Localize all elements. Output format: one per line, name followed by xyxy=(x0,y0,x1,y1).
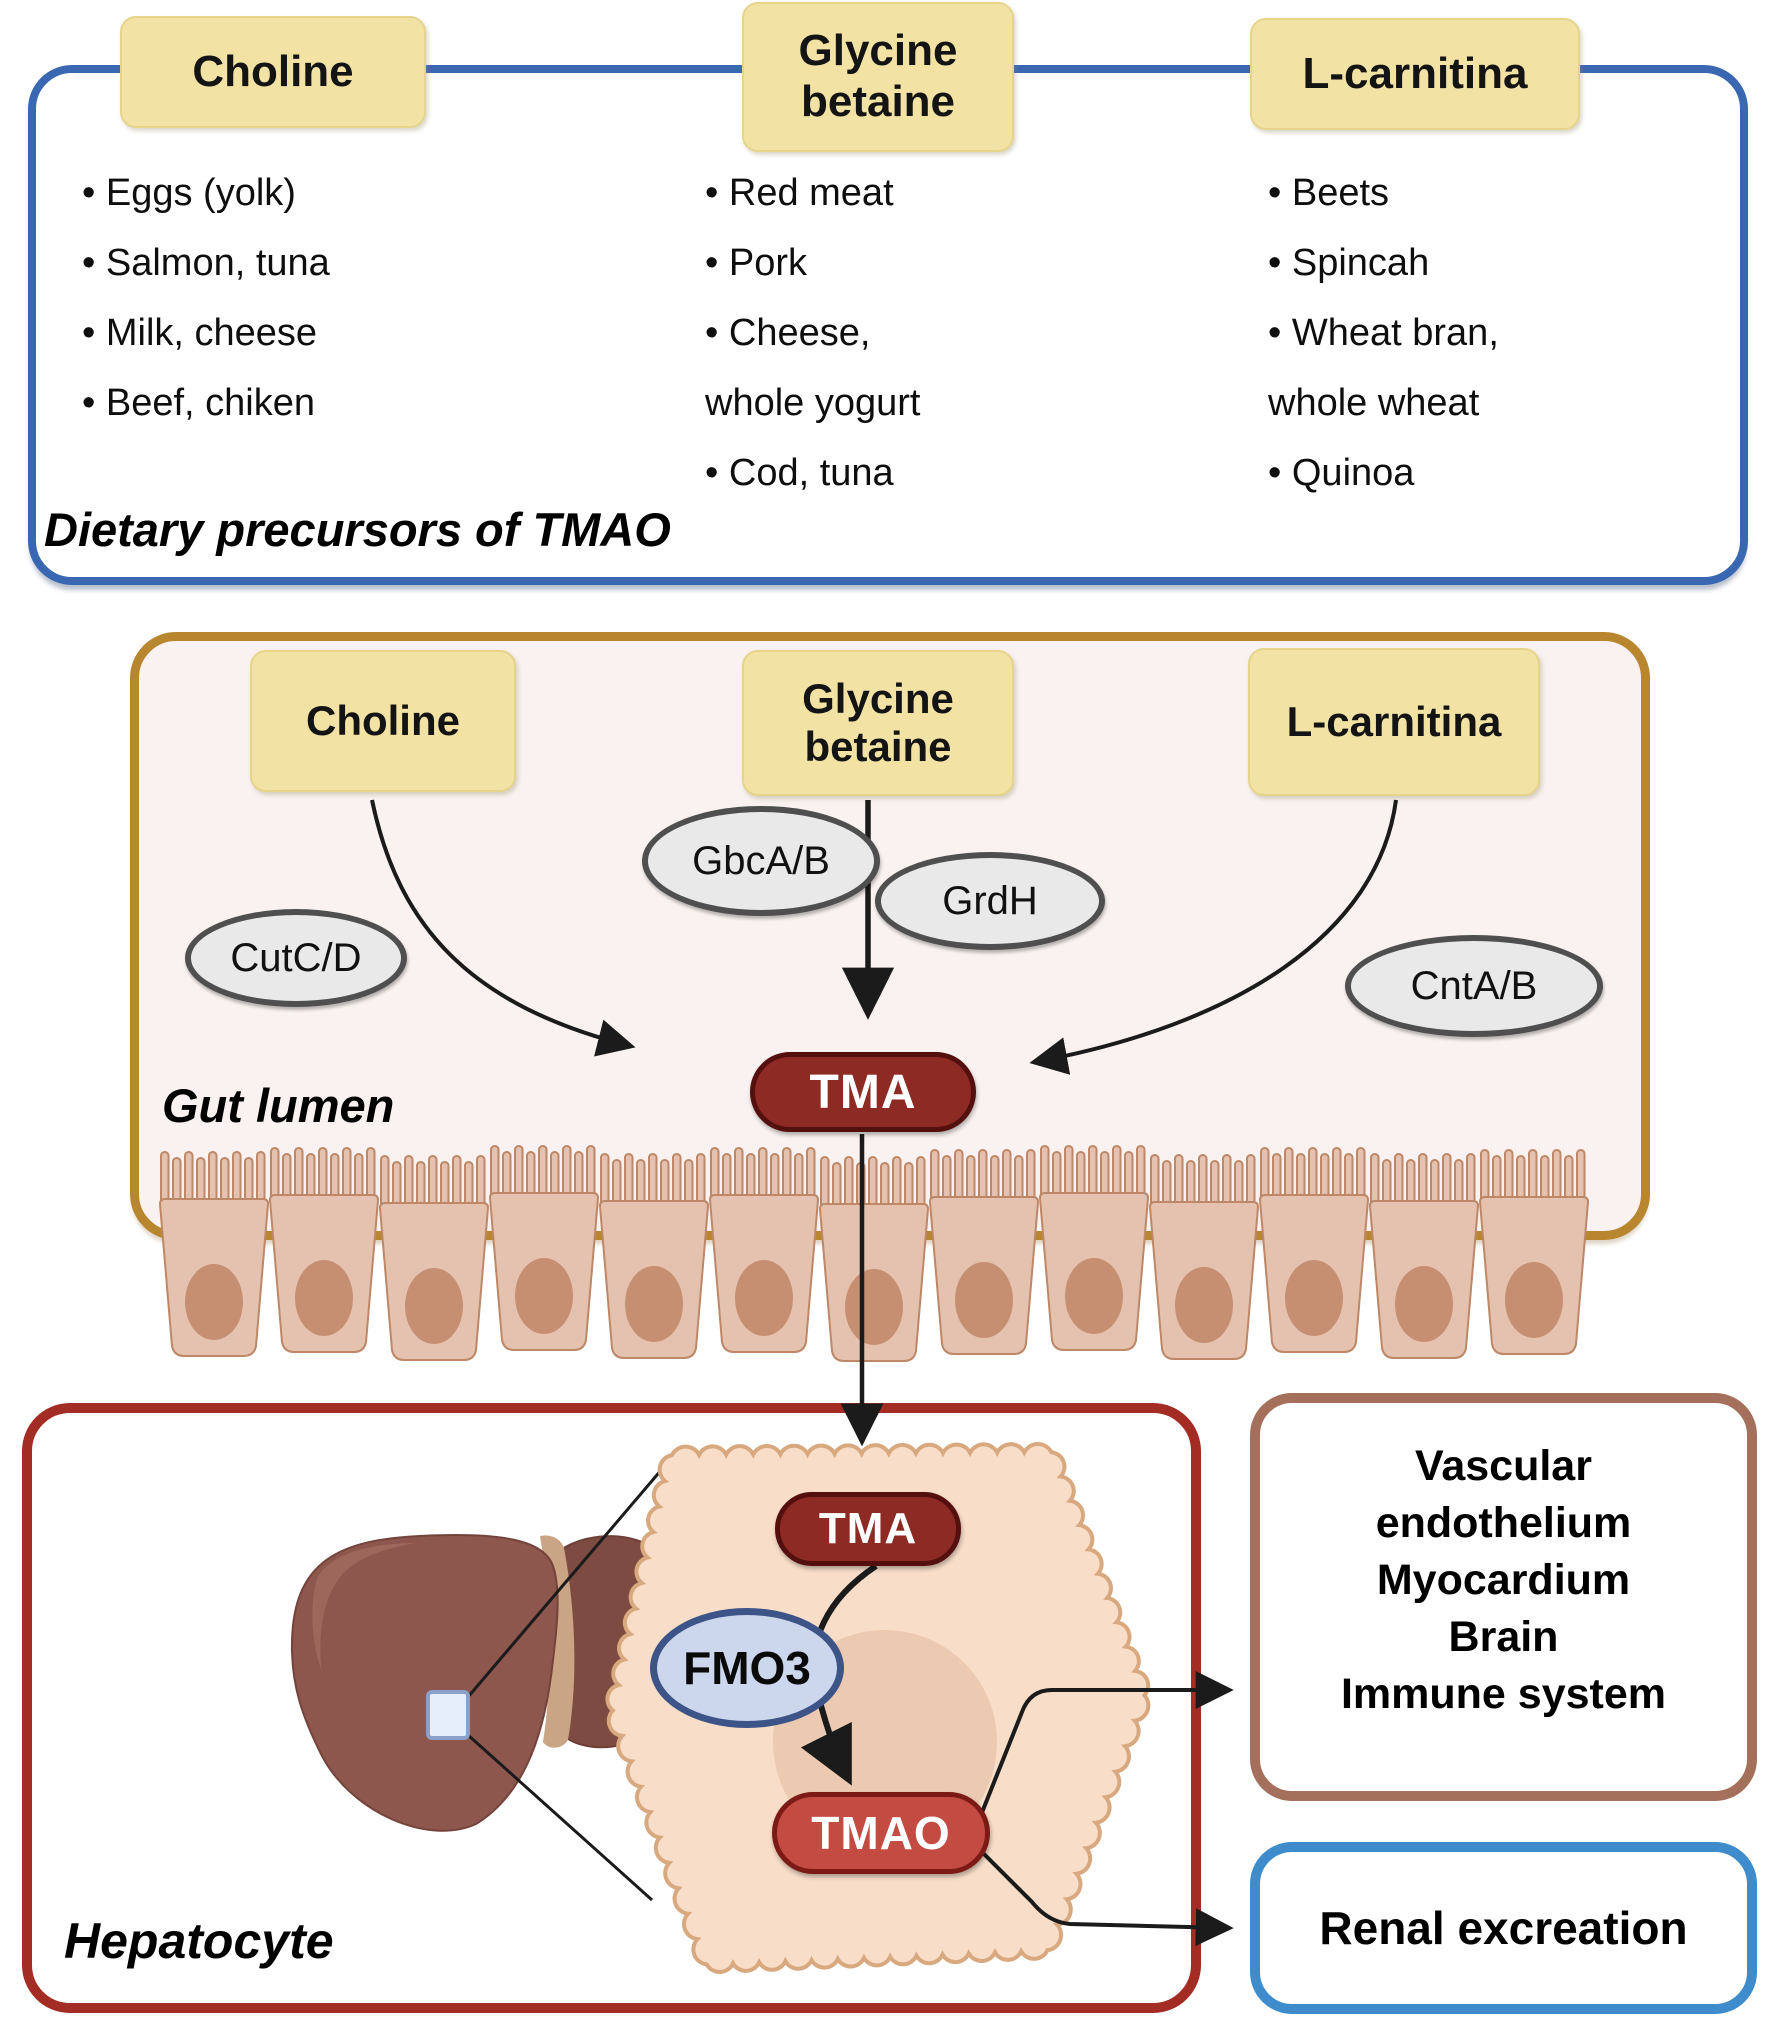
food-item: Wheat bran, whole wheat xyxy=(1268,298,1568,438)
intestinal-epithelium-illustration xyxy=(158,1145,1590,1362)
tma-pill-hepatocyte: TMA xyxy=(775,1492,961,1566)
renal-excretion-box xyxy=(1250,1842,1757,2014)
cell-nucleus xyxy=(185,1264,243,1340)
cell-nucleus xyxy=(405,1268,463,1344)
target-line: Immune system xyxy=(1340,1670,1667,1718)
dietary-header-l-carnitina: L-carnitina xyxy=(1250,18,1580,130)
cell-nucleus xyxy=(1175,1267,1233,1343)
enzyme-gbcab-label: GbcA/B xyxy=(692,838,830,883)
gut-substrate-l-carnitina: L-carnitina xyxy=(1248,648,1540,796)
enzyme-gbcab: GbcA/B xyxy=(642,806,880,916)
target-line: Brain xyxy=(1448,1613,1559,1661)
dietary-header-choline-label: Choline xyxy=(192,46,354,96)
cell-nucleus xyxy=(845,1269,903,1345)
target-line: Vascular xyxy=(1415,1442,1592,1490)
zoom-line-top xyxy=(466,1461,670,1698)
liver-zoom-square xyxy=(426,1690,470,1740)
vascular-targets-box xyxy=(1250,1393,1757,1801)
tmao-to-renal-arrow xyxy=(973,1843,1234,1947)
epithelial-cell xyxy=(1368,1153,1480,1359)
epithelial-cell xyxy=(1038,1145,1150,1351)
enzyme-grdh: GrdH xyxy=(875,852,1105,950)
epithelial-cell xyxy=(1478,1149,1590,1355)
epithelial-cell xyxy=(928,1149,1040,1355)
cell-nucleus xyxy=(295,1260,353,1336)
target-line: endothelium xyxy=(1375,1499,1632,1547)
tma-pill-hepatocyte-label: TMA xyxy=(818,1504,918,1553)
liver-highlight xyxy=(312,1543,416,1672)
hepatocyte-caption: Hepatocyte xyxy=(64,1913,334,1969)
epithelial-cell xyxy=(1148,1154,1260,1360)
food-item: Beets xyxy=(1268,158,1568,228)
renal-excretion-text: Renal excreation xyxy=(1319,1902,1688,1954)
gut-substrate-choline-label: Choline xyxy=(306,696,460,744)
food-item: Cod, tuna xyxy=(705,438,977,508)
food-item: Milk, cheese xyxy=(82,298,412,368)
dietary-header-glycine-betaine: Glycine betaine xyxy=(742,2,1014,152)
dietary-header-choline: Choline xyxy=(120,16,426,128)
dietary-header-l-carnitina-label: L-carnitina xyxy=(1302,48,1528,98)
carnitine-food-list: Beets Spincah Wheat bran, whole wheat Qu… xyxy=(1268,158,1568,508)
gut-substrate-glycine-betaine: Glycine betaine xyxy=(742,650,1014,796)
enzyme-cntab: CntA/B xyxy=(1345,935,1603,1037)
cell-nucleus xyxy=(955,1262,1013,1338)
cell-nucleus xyxy=(625,1266,683,1342)
enzyme-grdh-label: GrdH xyxy=(942,878,1038,923)
target-line: Myocardium xyxy=(1376,1556,1631,1604)
tmao-to-organs-arrow xyxy=(973,1671,1234,1831)
food-item: Pork xyxy=(705,228,977,298)
dietary-box-caption: Dietary precursors of TMAO xyxy=(44,503,671,556)
vascular-targets-text: Vascular endothelium Myocardium Brain Im… xyxy=(1260,1438,1747,1723)
fmo3-ellipse: FMO3 xyxy=(650,1608,844,1728)
epithelial-cell xyxy=(598,1153,710,1359)
food-item: Quinoa xyxy=(1268,438,1568,508)
enzyme-cutcd: CutC/D xyxy=(185,909,407,1007)
food-item: Eggs (yolk) xyxy=(82,158,412,228)
cell-nucleus xyxy=(1285,1260,1343,1336)
food-item: Spincah xyxy=(1268,228,1568,298)
cell-nucleus xyxy=(1505,1262,1563,1338)
epithelial-cell xyxy=(268,1147,380,1353)
gut-lumen-caption: Gut lumen xyxy=(162,1079,395,1132)
epithelial-cell xyxy=(378,1155,490,1361)
tmao-pill-label: TMAO xyxy=(811,1807,951,1859)
gut-substrate-l-carnitina-label: L-carnitina xyxy=(1286,697,1502,745)
renal-excretion-label: Renal excreation xyxy=(1250,1842,1757,2014)
food-item: Beef, chiken xyxy=(82,368,412,438)
tma-pill-gut: TMA xyxy=(750,1052,976,1132)
tmao-pill: TMAO xyxy=(772,1792,990,1874)
tma-pill-gut-label: TMA xyxy=(809,1065,917,1119)
food-item: Cheese, whole yogurt xyxy=(705,298,977,438)
epithelial-cell xyxy=(488,1145,600,1351)
epithelial-cell xyxy=(708,1147,820,1353)
choline-food-list: Eggs (yolk) Salmon, tuna Milk, cheese Be… xyxy=(82,158,412,438)
choline-to-tma-arrow xyxy=(370,799,636,1057)
enzyme-cutcd-label: CutC/D xyxy=(230,935,362,980)
dietary-header-glycine-betaine-label: Glycine betaine xyxy=(798,26,958,126)
food-item: Red meat xyxy=(705,158,977,228)
cell-nucleus xyxy=(1065,1258,1123,1334)
epithelial-cell xyxy=(158,1151,270,1357)
fmo3-label: FMO3 xyxy=(683,1642,811,1694)
gut-substrate-choline: Choline xyxy=(250,650,516,792)
enzyme-cntab-label: CntA/B xyxy=(1410,963,1538,1008)
glycine-food-list: Red meat Pork Cheese, whole yogurt Cod, … xyxy=(705,158,977,508)
cell-nucleus xyxy=(735,1260,793,1336)
food-item: Salmon, tuna xyxy=(82,228,412,298)
zoom-line-bottom xyxy=(466,1733,654,1902)
cell-nucleus xyxy=(1395,1266,1453,1342)
epithelial-cell xyxy=(1258,1147,1370,1353)
gut-substrate-glycine-betaine-label: Glycine betaine xyxy=(802,674,954,770)
carnitine-to-tma-arrow xyxy=(1029,799,1398,1075)
epithelial-cell xyxy=(818,1156,930,1362)
cell-nucleus xyxy=(515,1258,573,1334)
